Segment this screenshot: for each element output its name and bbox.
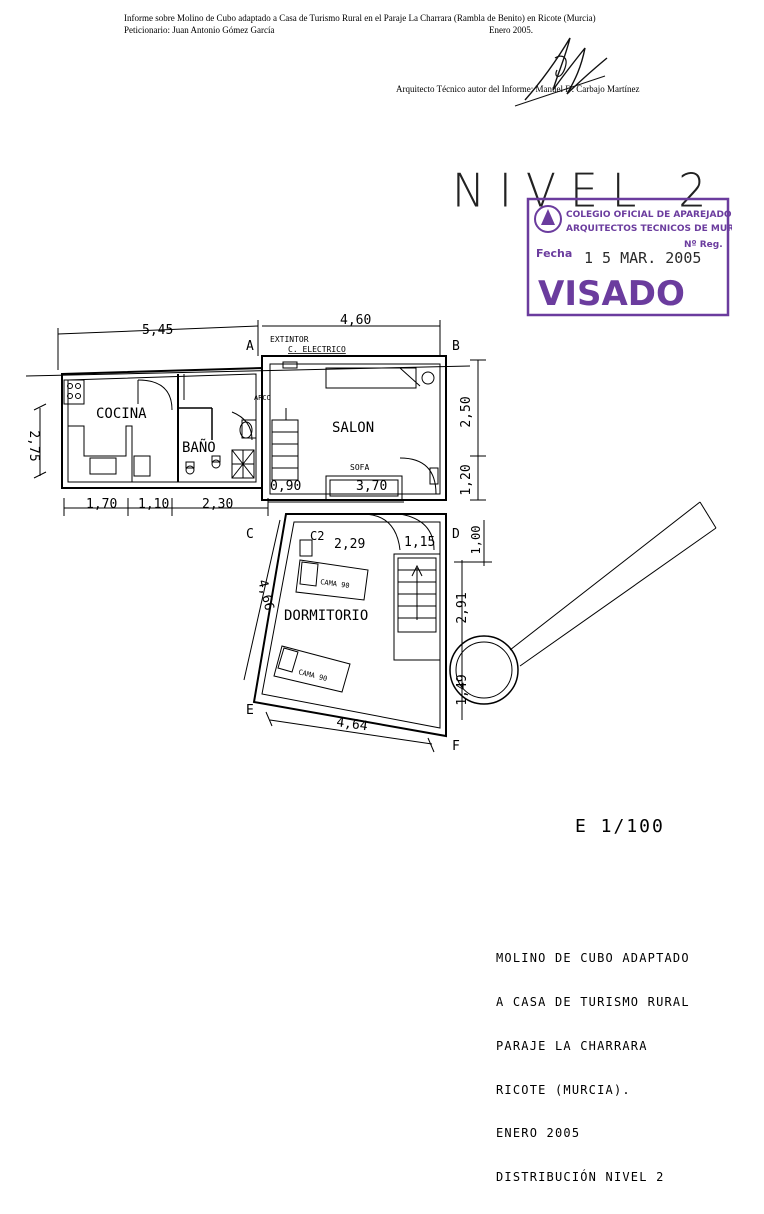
petitioner: Peticionario: Juan Antonio Gómez García — [124, 25, 275, 35]
scale-label: E 1/100 — [575, 816, 665, 837]
plan-sheet: Informe sobre Molino de Cubo adaptado a … — [25, 13, 732, 1184]
dim-right-2: 1,20 — [459, 464, 474, 495]
label-cama-1: CAMA 90 — [320, 578, 350, 590]
point-b: B — [452, 339, 460, 354]
title-line-1: MOLINO DE CUBO ADAPTADO — [496, 951, 690, 966]
dim-top-right: 4,60 — [340, 313, 371, 328]
stamp-visado: VISADO — [538, 274, 685, 314]
label-c2: C2 — [310, 529, 324, 543]
dim-left: 2,75 — [26, 430, 41, 461]
title-line-5: ENERO 2005 — [496, 1126, 581, 1141]
room-bano: BAÑO — [182, 439, 216, 456]
dim-right-4: 2,91 — [455, 592, 470, 623]
point-d: D — [452, 527, 460, 542]
dim-bottom-3: 2,30 — [202, 497, 233, 512]
point-f: F — [452, 739, 460, 754]
stamp-date: 1 5 MAR. 2005 — [584, 249, 701, 267]
stamp-reg-label: Nº Reg. — [684, 240, 723, 250]
title-line-3: PARAJE LA CHARRARA — [496, 1038, 648, 1053]
title-block: MOLINO DE CUBO ADAPTADO A CASA DE TURISM… — [496, 922, 690, 1214]
point-e: E — [246, 703, 254, 718]
title-line-6: DISTRIBUCIÓN NIVEL 2 — [496, 1170, 665, 1185]
label-extintor: EXTINTOR — [270, 335, 309, 344]
stamp-line-2: ARQUITECTOS TECNICOS DE MURCIA — [566, 224, 732, 234]
dim-right-5: 1,49 — [455, 674, 470, 705]
point-c: C — [246, 527, 254, 542]
room-salon: SALON — [332, 420, 374, 436]
dim-bottom-2: 1,10 — [138, 497, 169, 512]
dim-dorm-1: 2,29 — [334, 537, 365, 552]
author-line: Arquitecto Técnico autor del Informe: Ma… — [396, 84, 640, 94]
room-dormitorio: DORMITORIO — [284, 608, 368, 624]
room-cocina: COCINA — [96, 406, 147, 422]
label-electrico: C. ELECTRICO — [288, 345, 346, 354]
level-title: NIVEL 2 — [452, 164, 721, 219]
dim-right-1: 2,50 — [459, 396, 474, 427]
stamp-fecha-label: Fecha — [536, 247, 572, 260]
title-line-2: A CASA DE TURISMO RURAL — [496, 994, 690, 1009]
label-arco: ARCO — [254, 394, 271, 402]
point-a: A — [246, 339, 254, 354]
report-title: Informe sobre Molino de Cubo adaptado a … — [124, 13, 596, 23]
dim-bottom-5: 3,70 — [356, 479, 387, 494]
dim-bottom-4: 0,90 — [270, 479, 301, 494]
stamp-line-1: COLEGIO OFICIAL DE APAREJADORES Y — [566, 210, 732, 220]
label-sofa: SOFA — [350, 463, 369, 472]
dim-bottom-1: 1,70 — [86, 497, 117, 512]
signature-icon — [514, 37, 608, 107]
dim-top-left: 5,45 — [142, 323, 173, 338]
title-line-4: RICOTE (MURCIA). — [496, 1082, 631, 1097]
dim-dorm-2: 1,15 — [404, 535, 435, 550]
floor-plan: 5,45 4,60 A B C D E F EXTINTOR C. ELECTR… — [25, 313, 717, 754]
dim-dorm-bottom: 4,64 — [335, 715, 368, 734]
report-date: Enero 2005. — [489, 25, 533, 35]
dim-dorm-left: 4,66 — [254, 578, 276, 612]
visado-stamp: COLEGIO OFICIAL DE APAREJADORES Y ARQUIT… — [526, 197, 732, 317]
dim-right-3: 1,00 — [469, 526, 483, 555]
label-cama-2: CAMA 90 — [298, 668, 329, 683]
